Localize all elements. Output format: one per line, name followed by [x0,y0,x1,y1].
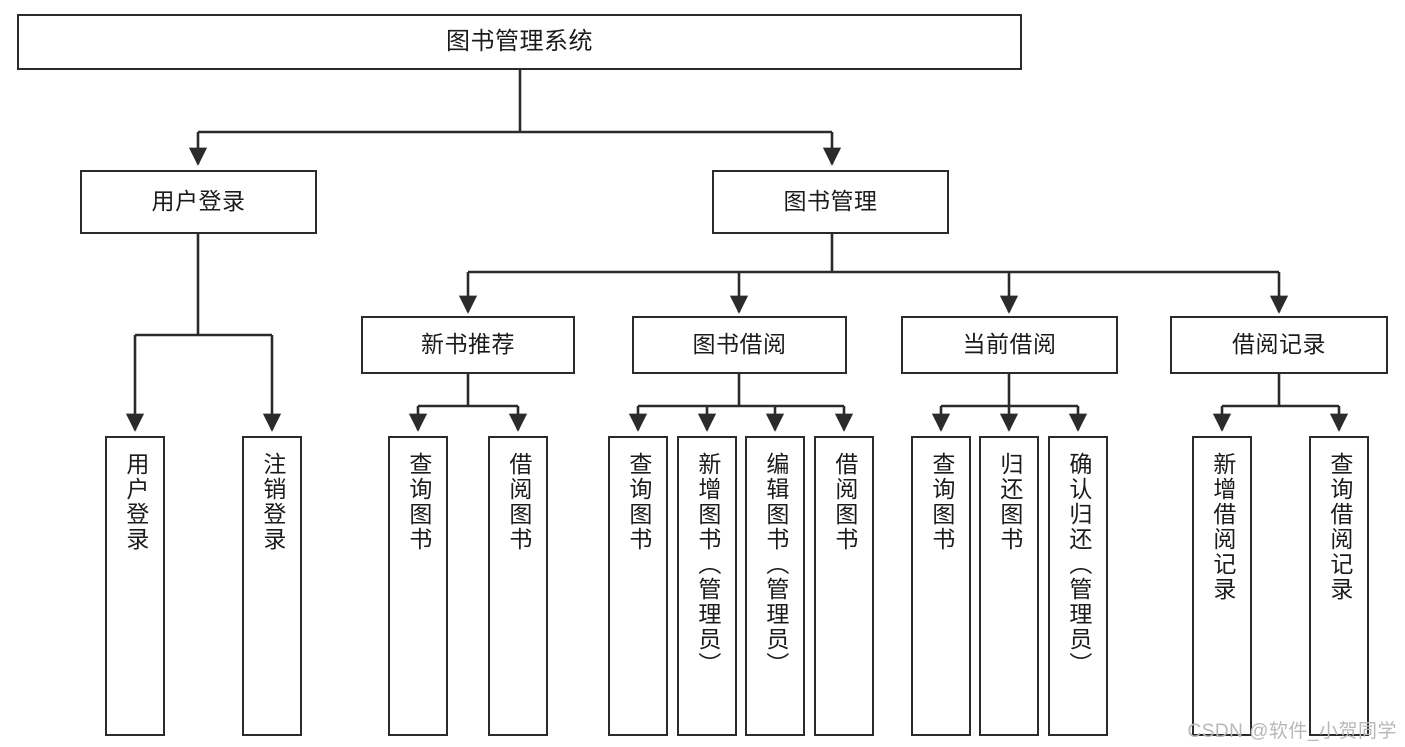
node-new-book-recommend-label: 新书推荐 [421,331,515,358]
node-borrow-record[interactable]: 借阅记录 [1170,316,1388,374]
node-user-login[interactable]: 用户登录 [80,170,317,234]
node-leaf-logout[interactable]: 注销登录 [242,436,302,736]
node-leaf-confirm-return[interactable]: 确认归还（管理员） [1048,436,1108,736]
csdn-watermark: CSDN @软件_小贺同学 [1187,721,1397,742]
node-root[interactable]: 图书管理系统 [17,14,1022,70]
node-leaf-query-books-2-label: 查询图书 [625,452,652,552]
node-leaf-query-books-3-label: 查询图书 [928,452,955,552]
node-current-borrow[interactable]: 当前借阅 [901,316,1118,374]
node-user-login-label: 用户登录 [151,188,246,215]
node-leaf-borrow-books-2-label: 借阅图书 [831,452,858,552]
node-leaf-borrow-books-1-label: 借阅图书 [505,452,532,552]
node-leaf-query-books-1[interactable]: 查询图书 [388,436,448,736]
node-leaf-confirm-return-label: 确认归还（管理员） [1065,452,1092,677]
node-leaf-add-record[interactable]: 新增借阅记录 [1192,436,1252,736]
node-leaf-query-record[interactable]: 查询借阅记录 [1309,436,1369,736]
node-root-label: 图书管理系统 [446,27,593,55]
node-book-borrow-label: 图书借阅 [692,331,787,358]
node-leaf-user-login[interactable]: 用户登录 [105,436,165,736]
node-borrow-record-label: 借阅记录 [1232,331,1326,358]
node-leaf-add-book[interactable]: 新增图书（管理员） [677,436,737,736]
node-leaf-edit-book[interactable]: 编辑图书（管理员） [745,436,805,736]
node-leaf-return-books-label: 归还图书 [996,452,1023,552]
node-leaf-query-books-2[interactable]: 查询图书 [608,436,668,736]
node-leaf-query-books-1-label: 查询图书 [405,452,432,552]
node-leaf-user-login-label: 用户登录 [122,452,149,552]
node-leaf-query-record-label: 查询借阅记录 [1326,452,1353,602]
node-book-manage-label: 图书管理 [783,188,878,215]
node-leaf-edit-book-label: 编辑图书（管理员） [762,452,789,677]
node-leaf-add-record-label: 新增借阅记录 [1209,452,1236,602]
node-leaf-return-books[interactable]: 归还图书 [979,436,1039,736]
node-current-borrow-label: 当前借阅 [962,331,1057,358]
node-leaf-add-book-label: 新增图书（管理员） [694,452,721,677]
node-leaf-borrow-books-2[interactable]: 借阅图书 [814,436,874,736]
node-leaf-query-books-3[interactable]: 查询图书 [911,436,971,736]
node-leaf-borrow-books-1[interactable]: 借阅图书 [488,436,548,736]
node-new-book-recommend[interactable]: 新书推荐 [361,316,575,374]
node-leaf-logout-label: 注销登录 [259,452,286,552]
node-book-borrow[interactable]: 图书借阅 [632,316,847,374]
node-book-manage[interactable]: 图书管理 [712,170,949,234]
